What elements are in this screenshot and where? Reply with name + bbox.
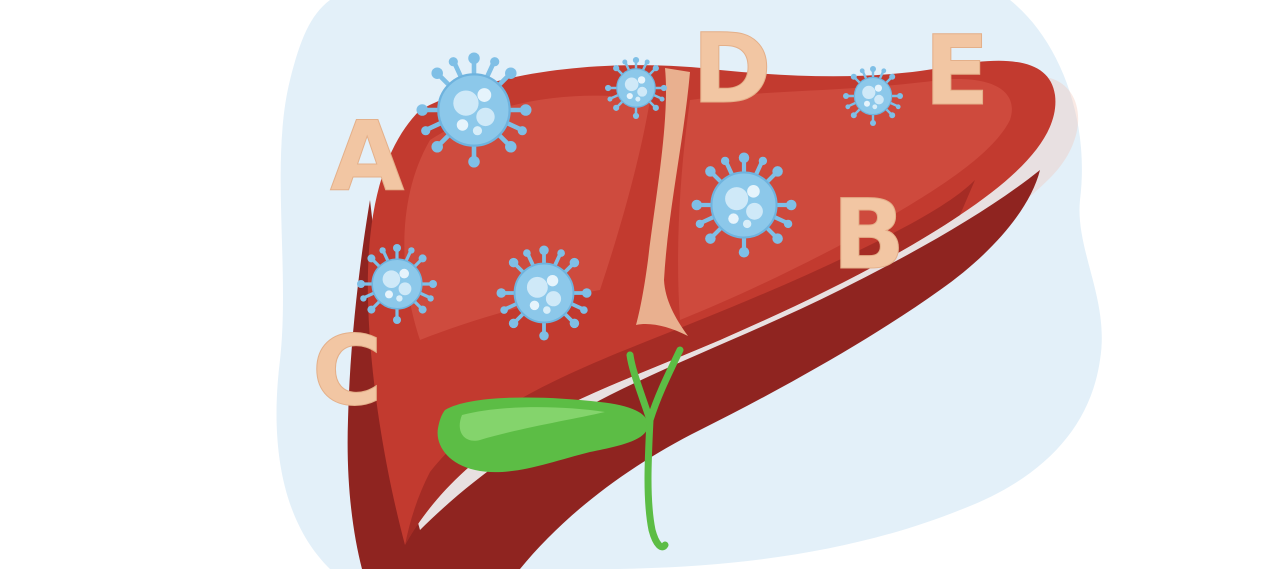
virus-icon bbox=[692, 153, 797, 258]
label-d: D bbox=[692, 13, 772, 125]
label-e: E bbox=[924, 15, 990, 127]
virus-icon bbox=[417, 53, 532, 168]
bile-duct bbox=[626, 346, 684, 551]
virus-icon bbox=[841, 64, 905, 128]
falciform-ligament bbox=[636, 68, 690, 336]
label-b: B bbox=[832, 179, 905, 291]
right-lobe-highlight bbox=[678, 79, 1012, 321]
gallbladder-highlight bbox=[459, 407, 605, 441]
virus-icon bbox=[355, 242, 439, 326]
left-lobe-highlight bbox=[404, 95, 650, 340]
label-a: A bbox=[330, 101, 404, 213]
label-c: C bbox=[312, 315, 382, 427]
liver-inner-band bbox=[405, 180, 975, 545]
virus-icon bbox=[494, 243, 594, 343]
virus-icon bbox=[603, 55, 669, 121]
